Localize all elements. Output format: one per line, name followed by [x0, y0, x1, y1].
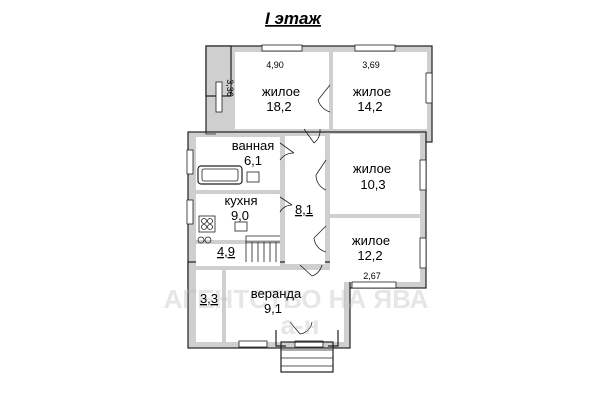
room-area: 9,0 — [231, 208, 249, 223]
room-name: жилое — [353, 84, 391, 99]
room-name: ванная — [232, 138, 275, 153]
room-area: 10,3 — [360, 177, 385, 192]
bathtub-icon — [197, 165, 243, 185]
door-swings — [279, 84, 331, 335]
corridor-area: 4,9 — [217, 244, 235, 259]
stove-icon — [198, 215, 216, 233]
room-area: 12,2 — [357, 248, 382, 263]
balcony-outline — [205, 82, 216, 135]
room-name: жилое — [262, 84, 300, 99]
room-name: жилое — [353, 161, 391, 176]
windows — [186, 44, 433, 348]
room-area: 9,1 — [264, 301, 282, 316]
room-name: кухня — [224, 193, 257, 208]
room-name: веранда — [251, 286, 302, 301]
floor-title: I этаж — [265, 9, 322, 28]
kitchen-sink-icon — [234, 221, 248, 232]
room-name: жилое — [352, 233, 390, 248]
sink-icon — [246, 171, 260, 183]
dimension-label: 3,36 — [225, 79, 235, 97]
watermark-line1: АГЕНТСТВО НА ЯВА — [164, 284, 429, 314]
watermark-line2: а-н — [281, 310, 320, 340]
room-area: 18,2 — [266, 99, 291, 114]
dimension-label: 3,69 — [362, 60, 380, 70]
stairs-icon — [245, 235, 280, 262]
storage-area: 3,3 — [200, 291, 218, 306]
room-area: 14,2 — [357, 99, 382, 114]
room-area: 6,1 — [244, 153, 262, 168]
watermark: АГЕНТСТВО НА ЯВА а-н — [164, 284, 429, 340]
dimension-label: 4,90 — [266, 60, 284, 70]
room-interiors — [196, 52, 427, 342]
appliance-icon — [197, 236, 212, 244]
dimension-label: 2,67 — [363, 271, 381, 281]
entrance-steps — [275, 330, 339, 373]
hall-area: 8,1 — [295, 202, 313, 217]
